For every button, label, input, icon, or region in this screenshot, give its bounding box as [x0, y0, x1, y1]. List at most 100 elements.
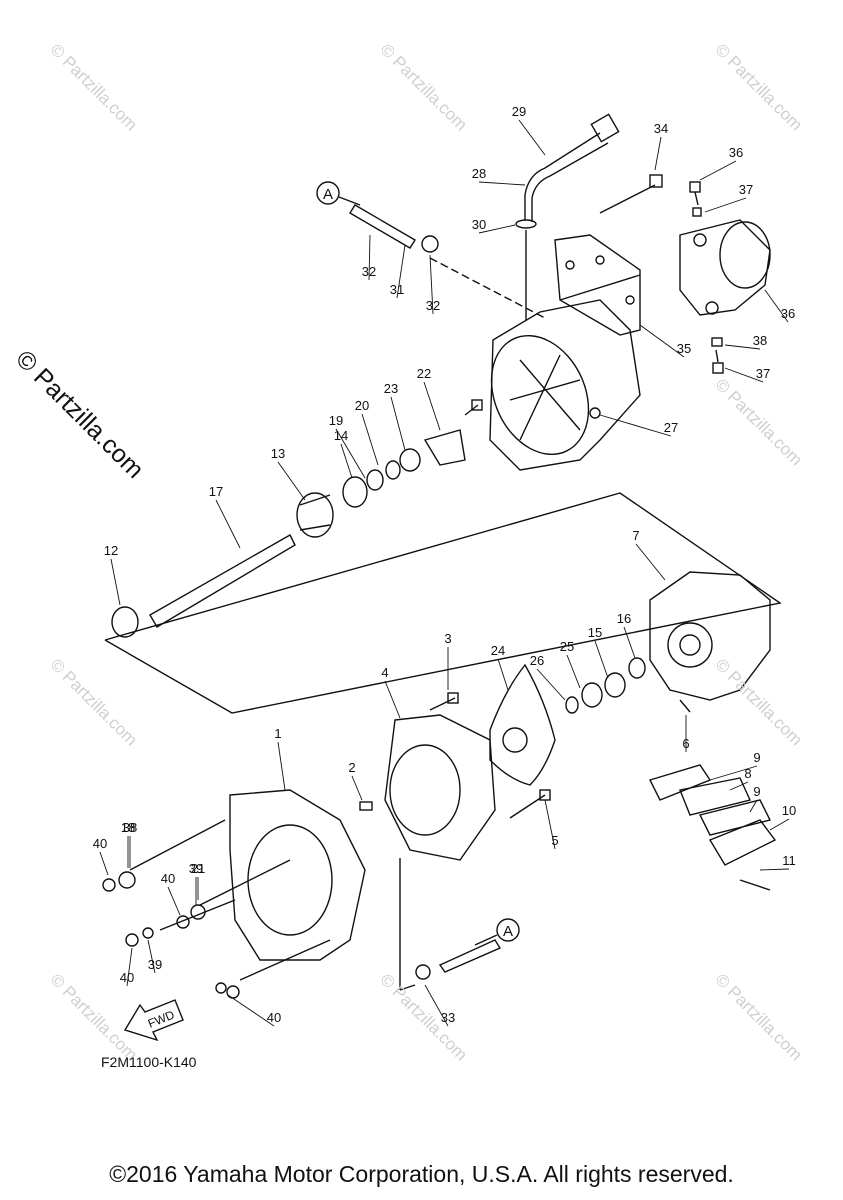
- callout-leader-40: [99, 851, 109, 876]
- callout-leaders: [99, 119, 790, 1027]
- callout-leader-40: [227, 994, 275, 1027]
- bracket-part-34: [554, 234, 641, 336]
- shaft-assembly: [111, 429, 466, 638]
- callout-leader-2: [351, 775, 363, 801]
- assembly-frame: [104, 257, 782, 991]
- callout-leader-30: [478, 224, 516, 234]
- callout-40: 40: [161, 871, 175, 886]
- callout-leader-10: [769, 818, 790, 831]
- callout-40: 40: [267, 1010, 281, 1025]
- callout-18: 18: [121, 820, 135, 835]
- callout-leader-27: [599, 414, 672, 437]
- nozzle-part-35: [679, 219, 771, 316]
- callout-leader-9: [749, 799, 758, 813]
- callout-2: 2: [348, 760, 355, 775]
- callout-8: 8: [744, 766, 751, 781]
- callout-4: 4: [381, 665, 388, 680]
- callout-11: 11: [782, 853, 796, 868]
- callout-38: 38: [123, 820, 137, 835]
- callout-17: 17: [209, 484, 223, 499]
- callout-10: 10: [782, 803, 796, 818]
- callout-31: 31: [390, 282, 404, 297]
- callout-35: 35: [677, 341, 691, 356]
- callout-20: 20: [355, 398, 369, 413]
- callout-40: 40: [93, 836, 107, 851]
- callout-leader-19: [335, 428, 366, 479]
- diagram-code: F2M1100-K140: [101, 1054, 197, 1070]
- callout-29: 29: [512, 104, 526, 119]
- callout-30: 30: [472, 217, 486, 232]
- callout-13: 13: [271, 446, 285, 461]
- callout-1: 1: [274, 726, 281, 741]
- callout-33: 33: [441, 1010, 455, 1025]
- reference-marker-a-top: A: [316, 181, 361, 206]
- housing-part-7: [649, 571, 771, 701]
- callout-7: 7: [632, 528, 639, 543]
- callout-16: 16: [617, 611, 631, 626]
- impeller-part-23: [489, 663, 556, 786]
- callout-5: 5: [551, 833, 558, 848]
- reference-marker-a-bottom: A: [474, 918, 520, 946]
- callout-38: 38: [753, 333, 767, 348]
- callout-leader-8: [729, 781, 749, 791]
- callout-3: 3: [444, 631, 451, 646]
- tube-part-30-31: [349, 204, 439, 253]
- callout-leader-24: [497, 658, 509, 691]
- copyright-notice: ©2016 Yamaha Motor Corporation, U.S.A. A…: [109, 1161, 734, 1187]
- seals-24-25-15-16: [565, 657, 646, 714]
- callout-28: 28: [472, 166, 486, 181]
- small-fasteners: [102, 692, 691, 999]
- callout-leader-34: [654, 136, 662, 171]
- callout-leader-32: [368, 234, 371, 281]
- callout-12: 12: [104, 543, 118, 558]
- callout-leader-20: [361, 413, 379, 466]
- callout-36: 36: [729, 145, 743, 160]
- callout-39: 39: [148, 957, 162, 972]
- housing-part-4: [384, 714, 496, 861]
- jet-housing-upper: [489, 299, 641, 471]
- callout-39: 39: [189, 861, 203, 876]
- callout-15: 15: [588, 625, 602, 640]
- callout-37: 37: [739, 182, 753, 197]
- callout-14: 14: [334, 428, 348, 443]
- callout-36: 36: [781, 306, 795, 321]
- callout-26: 26: [530, 653, 544, 668]
- callout-9: 9: [753, 750, 760, 765]
- callout-leader-15: [594, 640, 609, 679]
- duct-part-1: [229, 789, 366, 961]
- callout-40: 40: [120, 970, 134, 985]
- callout-leader-9: [709, 765, 758, 781]
- callout-leader-28: [478, 181, 526, 186]
- callout-leader-17: [215, 499, 241, 549]
- callout-leader-40: [167, 886, 181, 916]
- callout-leader-5: [544, 799, 556, 850]
- callout-leader-22: [423, 381, 441, 431]
- callout-23: 23: [384, 381, 398, 396]
- callout-24: 24: [491, 643, 505, 658]
- callout-leader-12: [110, 558, 121, 606]
- callout-leader-14: [340, 443, 353, 479]
- callout-9: 9: [753, 784, 760, 799]
- callout-leader-31: [396, 244, 406, 299]
- callout-leader-11: [759, 868, 790, 871]
- callout-19: 19: [329, 413, 343, 428]
- callout-34: 34: [654, 121, 668, 136]
- callout-leader-16: [623, 626, 636, 659]
- callout-27: 27: [664, 420, 678, 435]
- callout-22: 22: [417, 366, 431, 381]
- callout-labels: 1234567899101112131415161718192021222324…: [93, 104, 796, 1025]
- callout-leader-13: [277, 461, 306, 501]
- callout-leader-38: [724, 344, 761, 350]
- callout-21: 21: [191, 861, 205, 876]
- callout-leader-7: [635, 543, 666, 581]
- callout-leader-26: [536, 668, 566, 701]
- hose-part-27-28: [515, 113, 620, 320]
- callout-37: 37: [756, 366, 770, 381]
- callout-leader-35: [639, 324, 685, 358]
- callout-leader-37: [724, 367, 764, 383]
- callout-leader-4: [384, 680, 401, 719]
- callout-leader-23: [390, 396, 406, 451]
- callout-leader-36: [764, 289, 789, 323]
- svg-text:A: A: [323, 186, 333, 203]
